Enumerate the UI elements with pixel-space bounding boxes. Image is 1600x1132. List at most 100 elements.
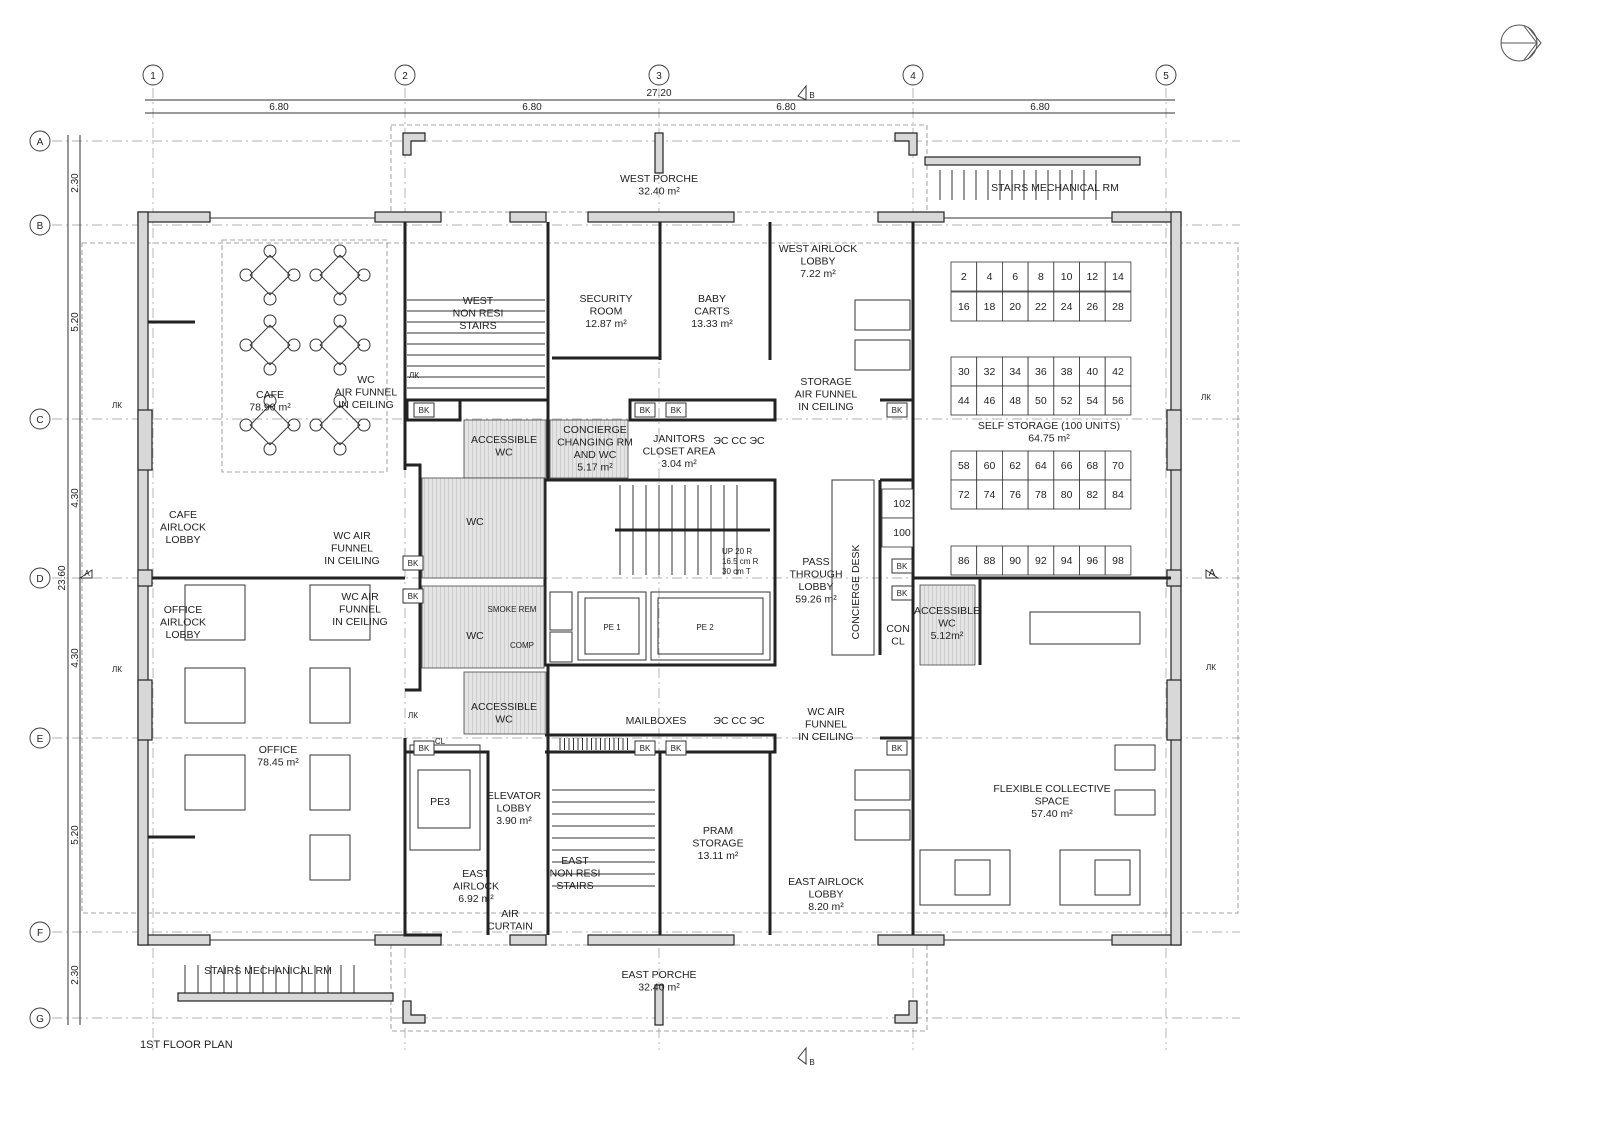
room-label-office: 78.45 m² bbox=[257, 757, 299, 769]
cafe-chair bbox=[287, 418, 301, 432]
storage-unit bbox=[1053, 545, 1080, 576]
room-label-west-non-resi-stairs: WEST bbox=[463, 295, 494, 307]
storage-unit bbox=[976, 291, 1003, 322]
storage-shelf bbox=[854, 769, 911, 801]
grid-label-row: C bbox=[36, 415, 43, 426]
room-label-east-airlock: EAST bbox=[462, 868, 490, 880]
dim-row-b-c: 5.20 bbox=[70, 312, 81, 332]
room-label-wc-air-funnel-4: IN CEILING bbox=[798, 731, 853, 743]
cafe-table bbox=[319, 404, 361, 446]
grid-bubble-row bbox=[29, 921, 51, 943]
room-label-wc-air-funnel-1: IN CEILING bbox=[338, 399, 393, 411]
lk-label: ЛК bbox=[409, 371, 419, 380]
grid-label-column: 4 bbox=[910, 71, 916, 82]
storage-unit-number: 2 bbox=[961, 271, 967, 283]
lk-label: ЛК bbox=[1201, 393, 1211, 402]
storage-shelf bbox=[854, 809, 911, 841]
room-label-accessible-wc-2: 5.12m² bbox=[931, 630, 964, 642]
room-label-pram-storage: 13.11 m² bbox=[698, 850, 739, 862]
bk-box bbox=[665, 402, 687, 418]
bk-label: BK bbox=[892, 744, 903, 753]
exterior-walls bbox=[137, 132, 1182, 1026]
cafe-table bbox=[249, 254, 291, 296]
storage-unit bbox=[1079, 261, 1106, 292]
bk-box bbox=[634, 740, 656, 756]
room-label-air-curtain: AIR bbox=[501, 908, 519, 920]
section-markers: A A B B bbox=[78, 84, 1220, 1067]
room-label-janitors-closet: 3.04 m² bbox=[661, 458, 697, 470]
storage-unit-number: 4 bbox=[987, 271, 993, 283]
room-label-accessible-wc-1: ACCESSIBLE bbox=[471, 434, 537, 446]
storage-unit-number: 78 bbox=[1035, 489, 1047, 501]
storage-unit-number: 94 bbox=[1061, 555, 1073, 567]
room-label-baby-carts: CARTS bbox=[694, 306, 729, 318]
storage-unit-number: 28 bbox=[1112, 301, 1124, 313]
room-label-concierge-changing: CONCIERGE bbox=[563, 424, 627, 436]
bk-box bbox=[886, 402, 908, 418]
grid-bubble-column bbox=[902, 64, 924, 86]
storage-unit bbox=[1027, 385, 1055, 416]
cafe-chair bbox=[309, 268, 323, 282]
es-cc-es-label: ЭС СС ЭС bbox=[713, 435, 765, 447]
storage-unit bbox=[976, 385, 1003, 416]
storage-unit-number: 84 bbox=[1112, 489, 1124, 501]
dim-row-a-b: 2.30 bbox=[70, 173, 81, 193]
wet-areas bbox=[421, 419, 976, 735]
plan-title: 1ST FLOOR PLAN bbox=[140, 1039, 233, 1051]
grid-label-row: A bbox=[37, 137, 44, 148]
room-label-cafe: CAFE bbox=[256, 389, 284, 401]
grid-bubble-row bbox=[29, 214, 51, 236]
elevator-pe3-label: PE3 bbox=[430, 796, 450, 808]
furniture bbox=[184, 244, 1156, 906]
storage-unit bbox=[1027, 545, 1055, 576]
room-label-elevator-lobby: 3.90 m² bbox=[496, 815, 532, 827]
bk-label: BK bbox=[671, 744, 682, 753]
room-label-air-curtain: CURTAIN bbox=[487, 921, 533, 933]
grid-bubble-column bbox=[648, 64, 670, 86]
room-label-janitors-closet: JANITORS bbox=[653, 433, 705, 445]
storage-unit-number: 36 bbox=[1035, 366, 1047, 378]
cafe-chair bbox=[263, 314, 277, 328]
grid-label-row: D bbox=[36, 574, 43, 585]
bk-label: BK bbox=[408, 559, 419, 568]
storage-unit-number: 62 bbox=[1009, 460, 1021, 472]
cafe-chair bbox=[333, 394, 347, 408]
storage-unit bbox=[950, 479, 978, 510]
bk-label: BK bbox=[408, 592, 419, 601]
cafe-chair bbox=[263, 394, 277, 408]
bk-label: BK bbox=[419, 744, 430, 753]
room-label-concierge-changing: CHANGING RM bbox=[557, 437, 633, 449]
storage-unit-number: 102 bbox=[893, 498, 911, 510]
storage-unit bbox=[950, 545, 978, 576]
lk-label: ЛК bbox=[112, 665, 122, 674]
bk-box bbox=[891, 585, 913, 601]
bk-label: BK bbox=[640, 744, 651, 753]
dimension-lines: 27.20 6.80 6.80 6.80 6.80 23.60 2.30 5.2… bbox=[57, 88, 1175, 1025]
grid-bubble-column bbox=[394, 64, 416, 86]
storage-unit-number: 48 bbox=[1009, 395, 1021, 407]
room-label-east-airlock-lobby: LOBBY bbox=[808, 889, 843, 901]
storage-unit-number: 100 bbox=[893, 527, 911, 539]
room-label-wc-1: WC bbox=[466, 516, 484, 528]
lounge-furniture bbox=[919, 849, 1011, 906]
storage-unit-number: 32 bbox=[984, 366, 996, 378]
cafe-chair bbox=[333, 442, 347, 456]
cafe-table bbox=[319, 254, 361, 296]
storage-unit bbox=[1027, 356, 1055, 387]
storage-shelf bbox=[854, 339, 911, 371]
storage-unit bbox=[1053, 261, 1080, 292]
bk-box bbox=[413, 402, 435, 418]
room-label-west-airlock-lobby: WEST AIRLOCK bbox=[779, 243, 858, 255]
room-label-wc-air-funnel-3: IN CEILING bbox=[332, 616, 387, 628]
storage-unit-number: 8 bbox=[1038, 271, 1044, 283]
grid-label-column: 2 bbox=[402, 71, 408, 82]
bk-label: BK bbox=[897, 562, 908, 571]
room-label-west-airlock-lobby: 7.22 m² bbox=[800, 268, 836, 280]
storage-unit-number: 72 bbox=[958, 489, 970, 501]
storage-unit-number: 70 bbox=[1112, 460, 1124, 472]
storage-unit-number: 98 bbox=[1112, 555, 1124, 567]
comp-label: COMP bbox=[510, 641, 534, 650]
storage-unit-number: 66 bbox=[1061, 460, 1073, 472]
